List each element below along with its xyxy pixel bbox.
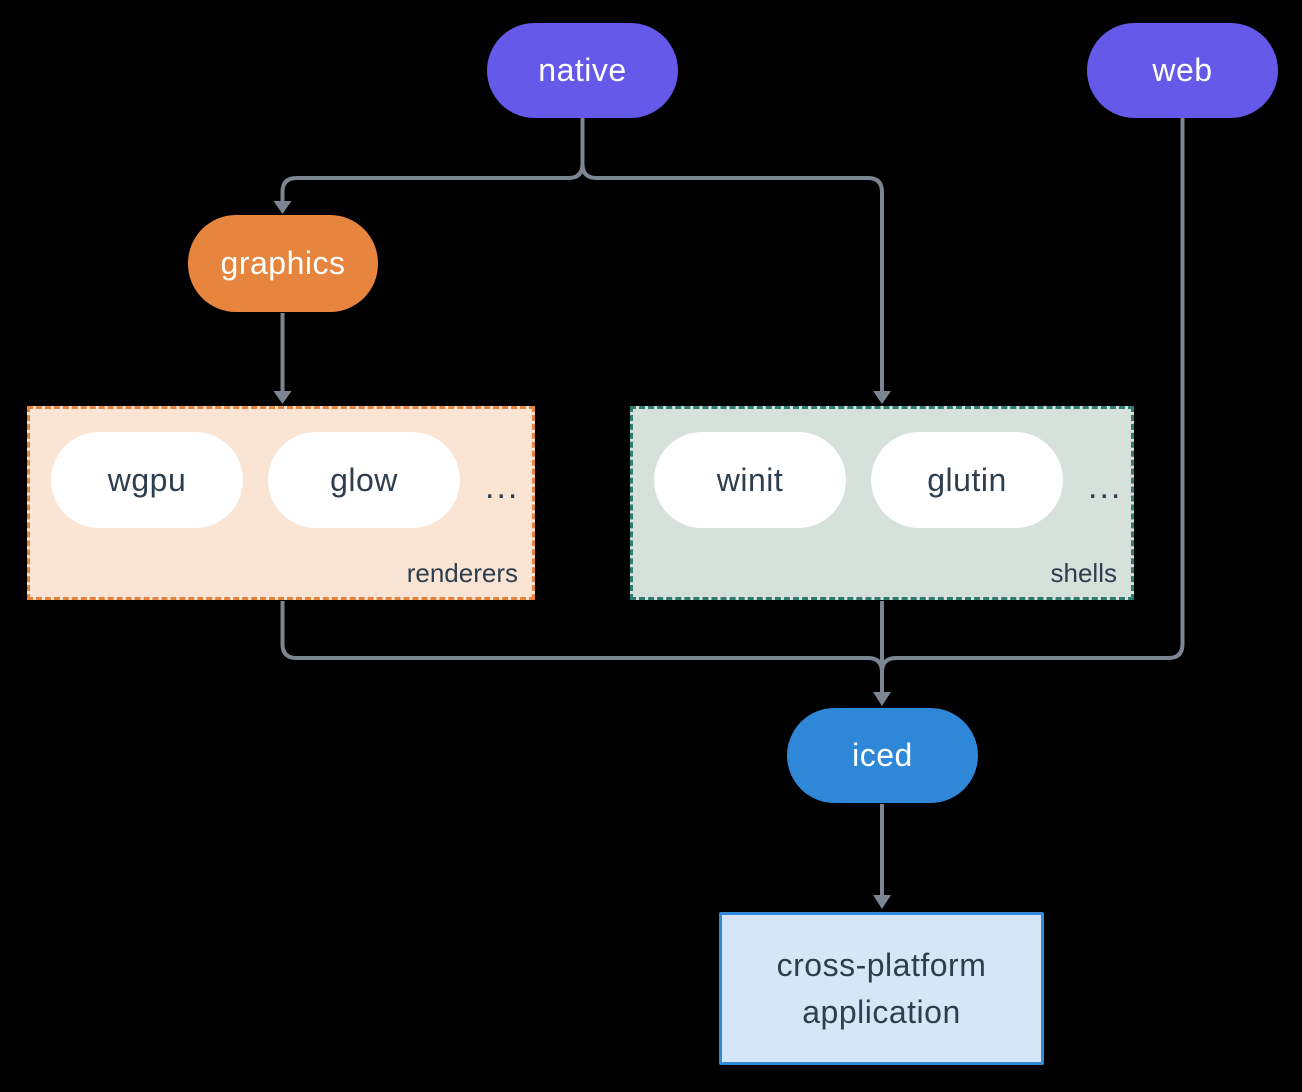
shells-item-winit-label: winit xyxy=(716,461,784,498)
arrowhead-renderers xyxy=(273,391,292,404)
graphics-node: graphics xyxy=(188,215,378,312)
shells-group: winit glutin ... shells xyxy=(630,406,1134,600)
application-node: cross-platform application xyxy=(719,912,1044,1065)
edge-web-iced xyxy=(880,118,1185,692)
renderers-item-wgpu-label: wgpu xyxy=(107,461,187,498)
application-node-label-line1: cross-platform xyxy=(776,946,987,983)
native-node: native xyxy=(487,23,678,118)
shells-more-ellipsis: ... xyxy=(1088,467,1123,506)
renderers-group-label: renderers xyxy=(406,558,518,588)
arrowhead-shells xyxy=(873,391,891,404)
edge-native-shells xyxy=(580,163,884,391)
renderers-item-glow-label: glow xyxy=(330,461,398,498)
web-node: web xyxy=(1087,23,1278,118)
shells-item-glutin: glutin xyxy=(871,432,1063,528)
shells-items: winit glutin ... xyxy=(654,432,1122,528)
native-node-label: native xyxy=(538,52,627,88)
edge-renderers-iced xyxy=(280,601,884,692)
application-node-label-line2: application xyxy=(802,993,961,1030)
shells-item-glutin-label: glutin xyxy=(927,461,1007,498)
renderers-item-glow: glow xyxy=(268,432,460,528)
edge-native-graphics xyxy=(280,118,585,201)
arrowhead-iced xyxy=(873,692,891,706)
shells-item-winit: winit xyxy=(654,432,846,528)
arrowhead-graphics xyxy=(273,201,292,214)
renderers-items: wgpu glow ... xyxy=(51,432,519,528)
renderers-more-ellipsis: ... xyxy=(485,467,520,506)
web-node-label: web xyxy=(1152,52,1213,88)
iced-node-label: iced xyxy=(852,737,913,773)
iced-node: iced xyxy=(787,708,978,803)
renderers-item-wgpu: wgpu xyxy=(51,432,243,528)
arrowhead-application xyxy=(873,895,891,909)
shells-group-label: shells xyxy=(1050,558,1117,588)
graphics-node-label: graphics xyxy=(220,245,346,281)
renderers-group: wgpu glow ... renderers xyxy=(27,406,535,600)
